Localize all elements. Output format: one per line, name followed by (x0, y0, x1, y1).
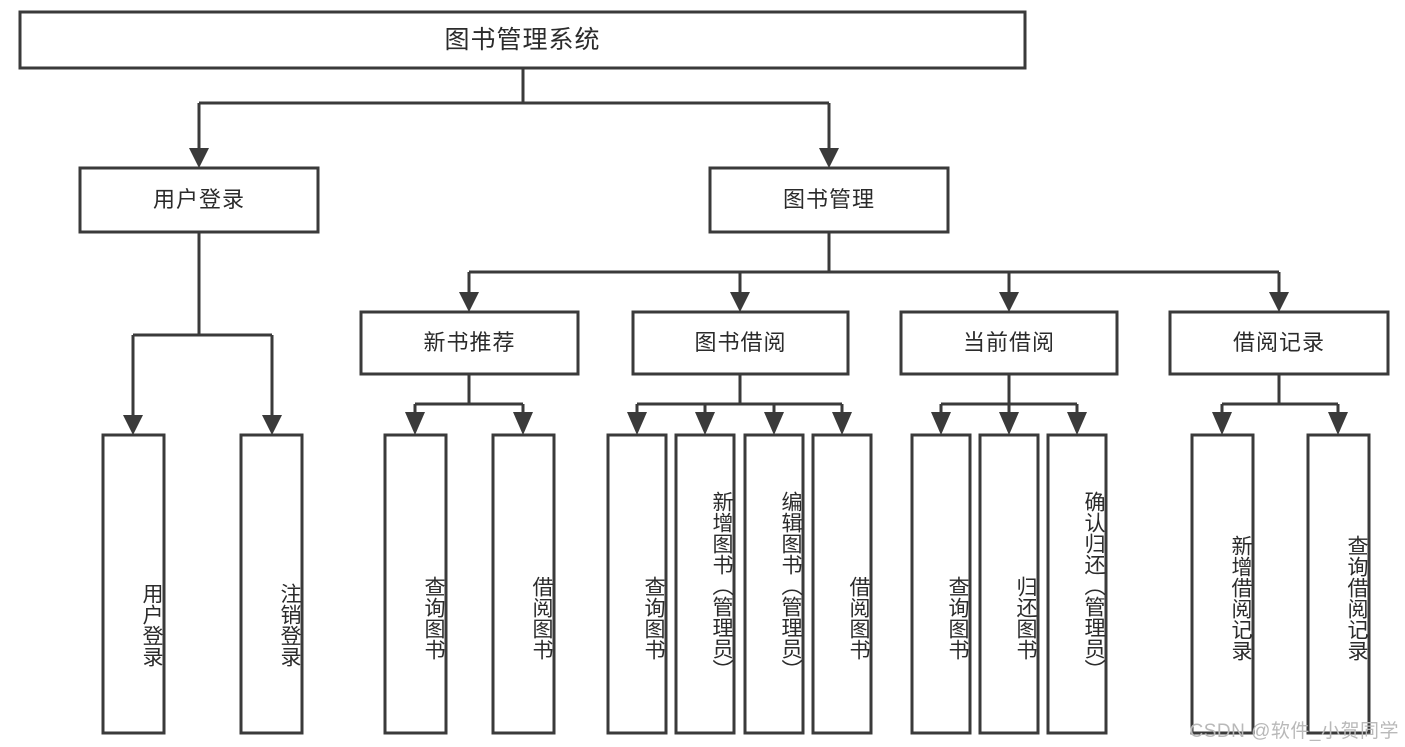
arrow-book-borrow (730, 292, 750, 312)
node-box-borrow-record[interactable] (1168, 310, 1390, 376)
node-box-leaf-query-record[interactable] (1306, 433, 1371, 735)
arrow-new-book-recommend (459, 292, 479, 312)
node-box-new-book-recommend[interactable] (359, 310, 580, 376)
node-box-current-borrow[interactable] (899, 310, 1119, 376)
node-box-book-borrow[interactable] (631, 310, 850, 376)
node-box-leaf-add-book[interactable] (674, 433, 736, 735)
node-box-leaf-borrow-book-2[interactable] (811, 433, 873, 735)
arrow-leaf-query-book-3 (931, 412, 951, 435)
arrow-leaf-logout (262, 415, 282, 435)
arrow-leaf-add-book (695, 412, 715, 435)
node-box-root[interactable] (18, 10, 1027, 70)
node-box-leaf-query-book-3[interactable] (910, 433, 972, 735)
arrow-leaf-add-record (1212, 412, 1232, 435)
connector-borrow-record-to-leaves (1212, 374, 1348, 435)
arrow-leaf-query-book-2 (627, 412, 647, 435)
connector-root-to-level2 (189, 68, 839, 168)
arrow-leaf-query-record (1328, 412, 1348, 435)
connector-book-borrow-to-leaves (627, 374, 852, 435)
arrow-book-manage (819, 148, 839, 168)
node-box-leaf-edit-book[interactable] (743, 433, 805, 735)
node-box-leaf-logout[interactable] (239, 433, 304, 735)
arrow-user-login (189, 148, 209, 168)
node-box-leaf-return-book[interactable] (978, 433, 1040, 735)
connector-user-login-to-leaves (123, 232, 282, 435)
csdn-watermark: CSDN @软件_小贺同学 (1189, 721, 1399, 742)
node-box-book-manage[interactable] (708, 166, 950, 234)
arrow-leaf-return-book (999, 412, 1019, 435)
arrow-leaf-user-login (123, 415, 143, 435)
node-box-leaf-borrow-book-1[interactable] (491, 433, 556, 735)
arrow-leaf-edit-book (764, 412, 784, 435)
node-box-leaf-query-book-1[interactable] (383, 433, 448, 735)
arrow-borrow-record (1269, 292, 1289, 312)
arrow-leaf-borrow-book-2 (832, 412, 852, 435)
arrow-leaf-borrow-book-1 (513, 412, 533, 435)
node-box-leaf-confirm-return[interactable] (1046, 433, 1108, 735)
arrow-leaf-confirm-return (1067, 412, 1087, 435)
node-box-leaf-add-record[interactable] (1190, 433, 1255, 735)
node-box-leaf-user-login[interactable] (101, 433, 166, 735)
connector-new-book-to-leaves (405, 374, 533, 435)
connector-book-manage-to-level3 (459, 232, 1289, 312)
arrow-current-borrow (999, 292, 1019, 312)
node-box-user-login[interactable] (78, 166, 320, 234)
connector-current-borrow-to-leaves (931, 374, 1087, 435)
node-box-leaf-query-book-2[interactable] (606, 433, 668, 735)
arrow-leaf-query-book-1 (405, 412, 425, 435)
